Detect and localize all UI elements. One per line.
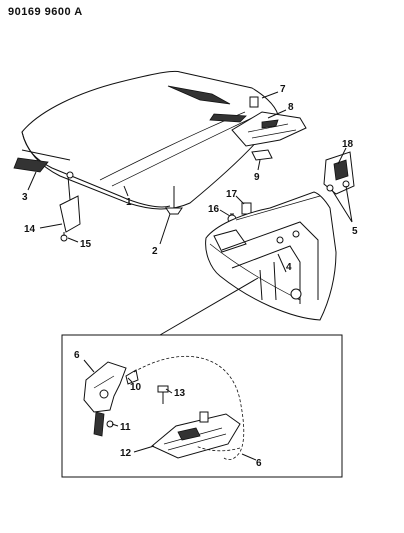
callout-5: 5: [352, 226, 358, 237]
callout-15: 15: [80, 239, 92, 250]
callout-1: 1: [126, 197, 132, 208]
diagram-code: 90169 9600 A: [8, 6, 83, 18]
clip-2: [165, 186, 183, 215]
hood-panel: [13, 70, 279, 210]
leader-lines: [27, 91, 353, 461]
radiator-support-4: [205, 191, 337, 321]
callout-14: 14: [24, 224, 36, 235]
callout-8: 8: [288, 102, 294, 113]
callout-6-handle: 6: [74, 350, 80, 361]
callout-11: 11: [120, 422, 131, 433]
callout-labels: 7 8 9 3 1 2 14 15 16 17 18 5 4 6 10 13 1…: [22, 84, 358, 469]
callout-13: 13: [174, 388, 186, 399]
callout-6-cable: 6: [256, 458, 262, 469]
callout-16: 16: [208, 204, 220, 215]
bumper-17: [241, 202, 252, 215]
pad-9: [251, 149, 273, 161]
callout-9: 9: [254, 172, 260, 183]
inset-panel: [61, 277, 343, 478]
callout-17: 17: [226, 189, 238, 200]
latch-bracket-8: [231, 111, 307, 147]
callout-10: 10: [130, 382, 142, 393]
callout-7: 7: [280, 84, 286, 95]
hinge-14: [59, 171, 81, 242]
callout-18: 18: [342, 139, 354, 150]
callout-4: 4: [286, 262, 292, 273]
callout-3: 3: [22, 192, 28, 203]
hood-latch-18: [323, 151, 355, 195]
callout-2: 2: [152, 246, 158, 257]
bumper-stop-7: [209, 96, 259, 123]
callout-12: 12: [120, 448, 132, 459]
